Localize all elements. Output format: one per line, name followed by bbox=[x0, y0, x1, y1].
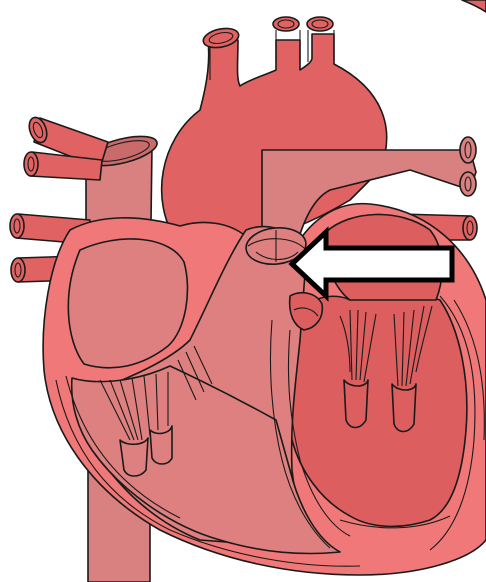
pulmonary-artery-end-upper bbox=[460, 137, 476, 163]
pulmonary-artery-end-lower bbox=[460, 172, 476, 196]
corner-fragment bbox=[462, 0, 486, 12]
